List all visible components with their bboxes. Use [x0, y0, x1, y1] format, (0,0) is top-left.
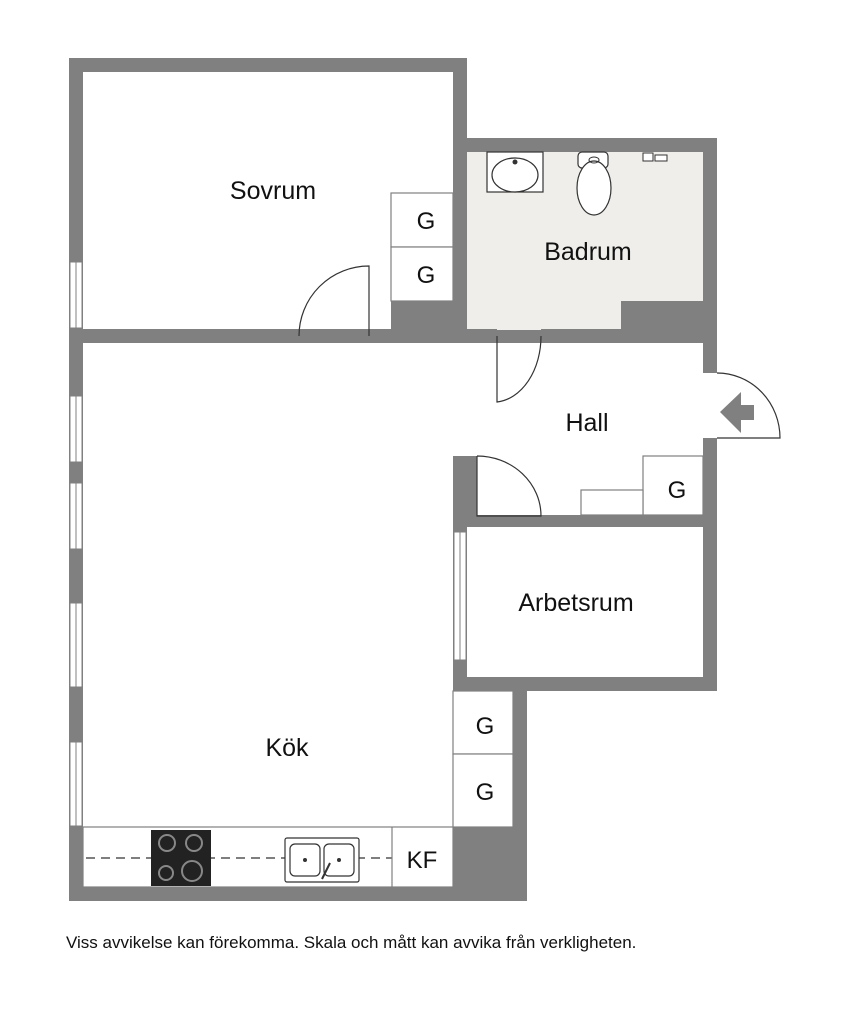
stove-icon: [151, 830, 211, 886]
wall-sovrum-badrum: [453, 72, 467, 329]
door-sovrum: [298, 265, 370, 337]
kitchen-counter: [82, 826, 454, 888]
wall-kok-closet-base: [453, 827, 513, 901]
closet-label-sovrum-top: G: [417, 208, 436, 235]
room-label-badrum: Badrum: [544, 238, 632, 266]
closet-kok-top: [452, 690, 514, 755]
doors: [298, 265, 781, 517]
door-badrum: [496, 335, 542, 403]
entrance-opening: [703, 373, 717, 438]
washbasin-icon: [486, 151, 544, 193]
arbetsrum-floor: [467, 527, 703, 677]
room-label-sovrum: Sovrum: [230, 177, 316, 205]
room-label-hall: Hall: [565, 409, 608, 437]
disclaimer-text: Viss avvikelse kan förekomma. Skala och …: [66, 933, 637, 952]
closet-label-kok-top: G: [476, 713, 495, 740]
room-floors: [83, 72, 703, 887]
closet-label-sovrum-bottom: G: [417, 262, 436, 289]
hall-floor: [453, 343, 703, 456]
kok-floor: [83, 343, 453, 887]
closet-sovrum-top: [390, 192, 454, 248]
wall-sovrum-kok-left: [83, 329, 299, 343]
fridge-freezer-label: KF: [407, 847, 438, 874]
closets: [390, 192, 704, 828]
closet-kok-bottom: [452, 753, 514, 828]
wall-arbetsrum-bottom: [453, 677, 717, 691]
wall-badrum-hall: [541, 329, 703, 343]
wall-hall-arbetsrum: [541, 515, 703, 527]
closet-label-hall: G: [668, 477, 687, 504]
entrance-arrow-icon: [720, 392, 754, 433]
closet-sovrum-bottom: [390, 246, 454, 302]
closet-hall: [642, 455, 704, 516]
door-arbetsrum: [476, 455, 542, 517]
kitchen-sink-icon: [284, 837, 360, 883]
badrum-floor: [467, 152, 703, 330]
room-label-arbetsrum: Arbetsrum: [518, 589, 633, 617]
hall-shelf: [580, 489, 644, 516]
bathroom-fixtures: [486, 151, 668, 216]
closet-label-kok-bottom: G: [476, 779, 495, 806]
tap-icon: [642, 152, 668, 162]
room-label-kok: Kök: [265, 734, 309, 762]
wall-hall-stub-thin: [467, 456, 477, 516]
toilet-icon: [576, 151, 612, 216]
counter-top: [82, 826, 454, 888]
wall-hall-right-upper: [703, 343, 717, 373]
wall-hall-right-lower: [703, 438, 717, 677]
floor-plan: Sovrum Badrum Hall Arbetsrum Kök G G G G…: [69, 58, 781, 901]
window-mullions: [75, 262, 461, 826]
door-entrance: [716, 372, 781, 439]
wall-sovrum-kok-right: [369, 329, 497, 343]
interior-walls: [83, 72, 717, 901]
wall-hall-stub: [453, 456, 467, 516]
